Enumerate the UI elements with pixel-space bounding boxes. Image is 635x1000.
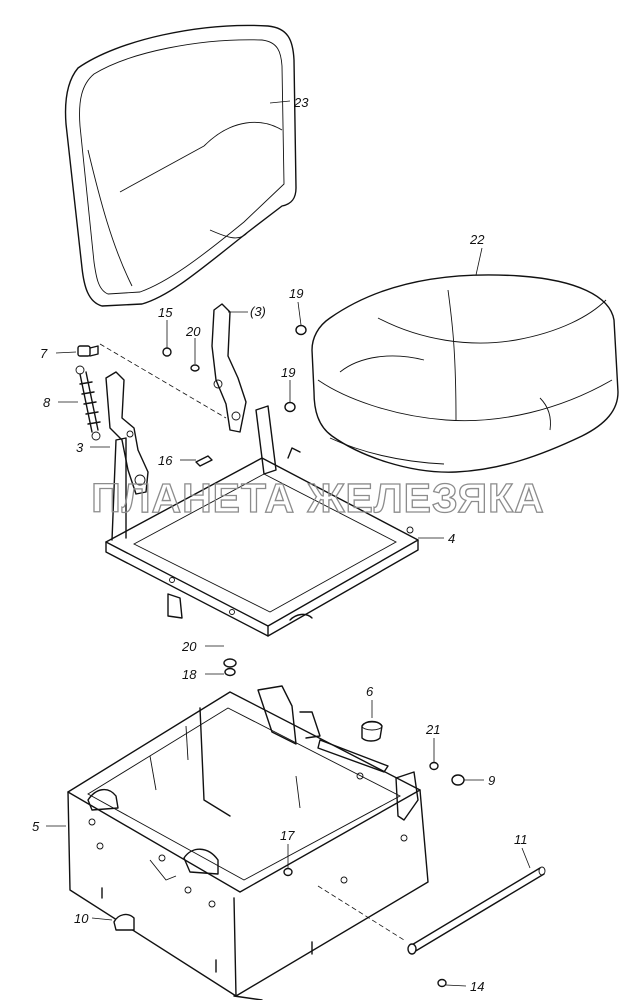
callout-3-ref: (3) [250, 304, 266, 319]
callout-19-top: 19 [289, 286, 303, 301]
callout-11: 11 [514, 832, 528, 847]
callout-3: 3 [76, 440, 84, 455]
base-housing [67, 685, 429, 1000]
callout-8: 8 [43, 395, 51, 410]
nut-17 [283, 867, 293, 877]
nut-18 [224, 667, 236, 677]
lever-bracket-right [211, 303, 247, 433]
callout-5: 5 [32, 819, 40, 834]
bushing-9 [451, 774, 465, 786]
bolt-16 [195, 455, 213, 467]
callout-17: 17 [280, 828, 295, 843]
callout-16: 16 [158, 453, 173, 468]
nut-14 [437, 978, 447, 988]
tension-spring [75, 365, 101, 441]
callout-20-top: 20 [185, 324, 201, 339]
callout-6: 6 [366, 684, 374, 699]
rod-11 [407, 866, 546, 955]
lever-bracket-left [105, 371, 149, 495]
leader-lines [46, 100, 531, 987]
callout-20-bottom: 20 [181, 639, 197, 654]
watermark-text: ПЛАНЕТА ЖЕЛЕЗЯКА [91, 475, 545, 521]
nut-19-mid [284, 401, 296, 413]
callout-14: 14 [470, 979, 484, 994]
bushing-10 [113, 913, 135, 931]
callout-21: 21 [425, 722, 440, 737]
nut-21 [429, 761, 439, 771]
callout-7: 7 [40, 346, 48, 361]
callout-4: 4 [448, 531, 455, 546]
seat-frame [105, 405, 419, 637]
callout-19-mid: 19 [281, 365, 295, 380]
callout-15: 15 [158, 305, 173, 320]
callout-10: 10 [74, 911, 89, 926]
washer-20-bottom [223, 658, 237, 668]
callout-23: 23 [293, 95, 309, 110]
callout-9: 9 [488, 773, 495, 788]
callout-labels: 23 22 15 20 (3) 19 7 19 8 3 16 4 20 18 6… [32, 95, 528, 994]
rubber-buffer-6 [361, 720, 383, 742]
callout-22: 22 [469, 232, 485, 247]
callout-18: 18 [182, 667, 197, 682]
washer-20-top [190, 364, 200, 372]
nut-19-top [295, 324, 307, 336]
nut-15 [162, 347, 172, 357]
bolt-7 [77, 345, 99, 357]
seat-cushion [311, 274, 619, 473]
backrest-cushion [64, 24, 297, 307]
